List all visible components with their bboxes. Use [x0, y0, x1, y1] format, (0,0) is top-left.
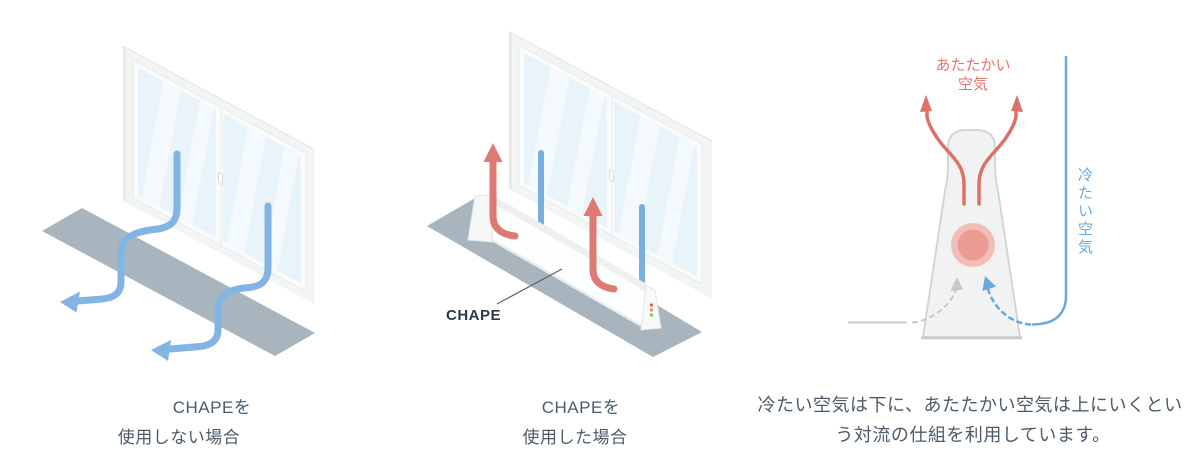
device-top-face — [492, 195, 647, 292]
caption-line-2: 使用した場合 — [522, 428, 628, 447]
cold-air-arrowheads — [60, 291, 171, 361]
chape-device — [467, 194, 662, 331]
warm-air-label: あたたかい 空気 — [935, 56, 1010, 94]
warm-air-arrowheads — [920, 95, 1023, 112]
cold-air-blocked-lines — [538, 150, 645, 292]
glass-reflection — [657, 136, 695, 263]
warm-air-label-line-2: 空気 — [957, 76, 989, 93]
with-chape-illustration — [427, 30, 712, 357]
caption-line-2: う対流の仕組を利用しています。 — [835, 425, 1111, 445]
caption-line-1: CHAPEを — [541, 398, 621, 417]
arrowhead-left-icon — [60, 291, 80, 313]
glass-reflection — [178, 100, 214, 226]
arrowhead-up-icon — [1011, 95, 1023, 112]
arrowhead-up-icon — [920, 95, 932, 112]
warm-outflow-left — [925, 110, 966, 206]
air-intake-dashed-gray — [912, 289, 957, 324]
caption-line-2: 使用しない場合 — [117, 428, 241, 447]
caption-line-1: 冷たい空気は下に、あたたかい空気は上にいくとい — [757, 395, 1183, 415]
window-handle — [218, 172, 223, 185]
warm-air-arrows — [489, 156, 618, 293]
cold-air-arrow-right — [166, 202, 272, 353]
warm-air-arrow-left — [489, 156, 519, 240]
panel-without-chape: CHAPEを 使用しない場合 — [0, 0, 400, 465]
arrowhead-up-icon — [950, 277, 963, 291]
device-bottom-shade — [491, 238, 648, 331]
warm-air-outflow-arrows — [925, 110, 1018, 206]
cold-air-label: 冷たい空気 — [1076, 167, 1093, 257]
warm-air-label-line-1: あたたかい — [935, 57, 1011, 74]
arrowhead-up-icon — [483, 143, 503, 162]
cold-air-draft-arrows — [74, 150, 272, 353]
warm-air-arrow-right — [589, 210, 618, 293]
arrowhead-up-icon — [982, 276, 996, 291]
led-orange-icon — [649, 308, 654, 312]
panel-convection-principle: あたたかい 空気 冷たい空気 冷たい空気は下に、あたたかい空気は上にいくとい う… — [758, 0, 1199, 465]
caption-line-1: CHAPEを — [172, 398, 252, 417]
convection-illustration — [848, 55, 1068, 340]
arrowhead-left-icon — [151, 340, 171, 361]
device-front-face — [492, 203, 647, 330]
glass-reflection — [618, 115, 660, 245]
cold-air-flow-line — [1031, 55, 1068, 326]
panel-with-chape: CHAPE CHAPEを 使用した場合 — [400, 0, 780, 465]
cold-air-intake-dashed — [986, 287, 1032, 326]
device-left-cap — [467, 194, 493, 243]
glass-reflection — [567, 88, 605, 215]
label-pointer-line — [496, 268, 563, 305]
floor-strip — [42, 208, 315, 356]
led-red-icon — [649, 303, 654, 307]
window-handle — [609, 169, 614, 183]
device-right-cap — [640, 285, 662, 331]
warm-outflow-right — [977, 110, 1018, 206]
glass-reflection — [141, 81, 181, 208]
glass-reflection — [263, 146, 299, 271]
glass-reflection — [226, 126, 266, 254]
device-label: CHAPE — [446, 307, 502, 324]
arrowhead-up-icon — [583, 197, 603, 216]
cold-air-arrow-left — [74, 150, 181, 305]
without-chape-illustration — [42, 45, 315, 361]
heater-core — [957, 229, 989, 261]
led-green-icon — [649, 313, 654, 317]
warm-air-arrowheads — [483, 143, 603, 216]
